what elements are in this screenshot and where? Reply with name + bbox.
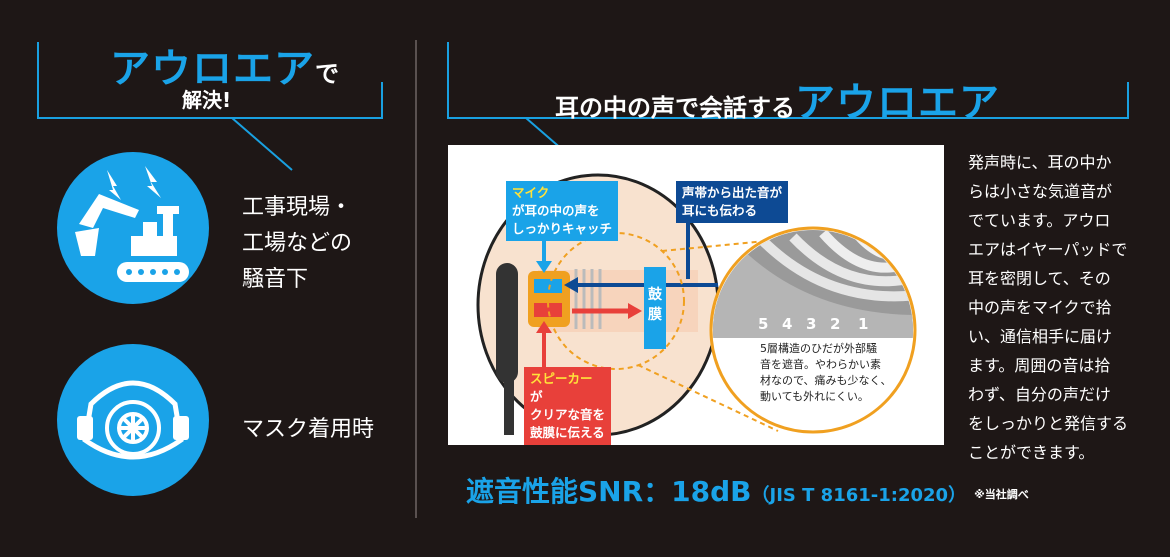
right-title: 耳の中の声で会話するアウロエア	[555, 70, 1000, 128]
eardrum-label: 鼓 膜	[644, 267, 666, 349]
eardrum-char: 膜	[648, 307, 662, 323]
mic-callout-text: が耳の中の声を	[512, 203, 600, 218]
left-callout-frame	[37, 42, 383, 171]
layer-caption-line: 5層構造のひだが外部騒	[760, 342, 877, 355]
description-line: エアはイヤーパッドで	[968, 240, 1128, 259]
layer-number: 2	[830, 315, 841, 333]
layer-caption-line: 音を遮音。やわらかい素	[760, 358, 881, 371]
description-text: 発声時に、耳の中か らは小さな気道音が でています。アウロ エアはイヤーパッドで…	[968, 148, 1148, 467]
vertical-divider	[415, 40, 417, 518]
construction-circle	[57, 152, 209, 304]
speaker-callout-text: クリアな音を	[530, 407, 606, 422]
item-noise-line: 工事現場・	[242, 195, 353, 220]
snr-note: ※当社調べ	[974, 488, 1029, 501]
mic-callout-text: しっかりキャッチ	[512, 221, 613, 236]
speaker-callout: スピーカーが クリアな音を 鼓膜に伝える	[524, 367, 612, 445]
description-line: ことができます。	[968, 443, 1095, 462]
layer-number: 5	[758, 315, 769, 333]
snr-standard: （JIS T 8161-1:2020）	[751, 485, 967, 506]
right-callout-frame	[447, 42, 1129, 171]
description-line: らは小さな気道音が	[968, 182, 1113, 201]
left-subtitle: 解決!	[182, 88, 232, 112]
description-line: 耳を密閉して、その	[968, 269, 1111, 288]
description-line: わず、自分の声だけ	[968, 385, 1111, 404]
snr-rating: 遮音性能SNR：18dB（JIS T 8161-1:2020） ※当社調べ	[466, 470, 1029, 510]
mic-callout: マイクが耳の中の声を しっかりキャッチ	[506, 181, 619, 241]
vocal-callout-text: 耳にも伝わる	[682, 203, 758, 218]
mic-callout-highlight: マイク	[512, 185, 550, 200]
right-title-prefix: 耳の中の声で会話する	[555, 94, 795, 122]
item-noise-line: 騒音下	[242, 267, 309, 292]
layer-number: 1	[858, 315, 869, 333]
eardrum-char: 鼓	[648, 287, 662, 303]
item-noise-line: 工場などの	[242, 231, 353, 256]
mask-circle	[57, 344, 209, 496]
layer-number: 4	[782, 315, 793, 333]
description-line: でています。アウロ	[968, 211, 1111, 230]
snr-main: 遮音性能SNR：18dB	[466, 475, 752, 508]
layer-number: 3	[806, 315, 817, 333]
item-mask-line: マスク着用時	[242, 417, 375, 442]
item-mask-text: マスク着用時	[242, 412, 374, 448]
vocal-callout-text: 声帯から出た音が	[682, 185, 783, 200]
left-title: アウロエアで	[110, 36, 340, 94]
vocal-callout: 声帯から出た音が 耳にも伝わる	[676, 181, 789, 223]
speaker-callout-text: が	[530, 389, 543, 404]
layer-caption: 5層構造のひだが外部騒 音を遮音。やわらかい素 材なので、痛みも少なく、 動いて…	[760, 341, 892, 405]
speaker-callout-highlight: スピーカー	[530, 371, 593, 386]
description-line: い、通信相手に届け	[968, 327, 1113, 346]
left-title-particle: で	[315, 60, 340, 88]
description-line: をしっかりと発信する	[968, 414, 1129, 433]
description-line: ます。周囲の音は拾	[968, 356, 1111, 375]
right-title-brand: アウロエア	[795, 80, 1000, 126]
construction-site-icon	[75, 166, 189, 282]
item-noise-text: 工事現場・ 工場などの 騒音下	[242, 190, 352, 298]
speaker-callout-text: 鼓膜に伝える	[530, 425, 605, 440]
left-title-brand: アウロエア	[110, 46, 315, 92]
earpiece-diagram: マイクが耳の中の声を しっかりキャッチ 声帯から出た音が 耳にも伝わる スピーカ…	[448, 145, 944, 445]
layer-caption-line: 動いても外れにくい。	[760, 390, 869, 403]
respirator-mask-icon	[77, 380, 189, 460]
description-line: 中の声をマイクで拾	[968, 298, 1112, 317]
layer-caption-line: 材なので、痛みも少なく、	[760, 374, 892, 387]
description-line: 発声時に、耳の中か	[968, 153, 1112, 172]
